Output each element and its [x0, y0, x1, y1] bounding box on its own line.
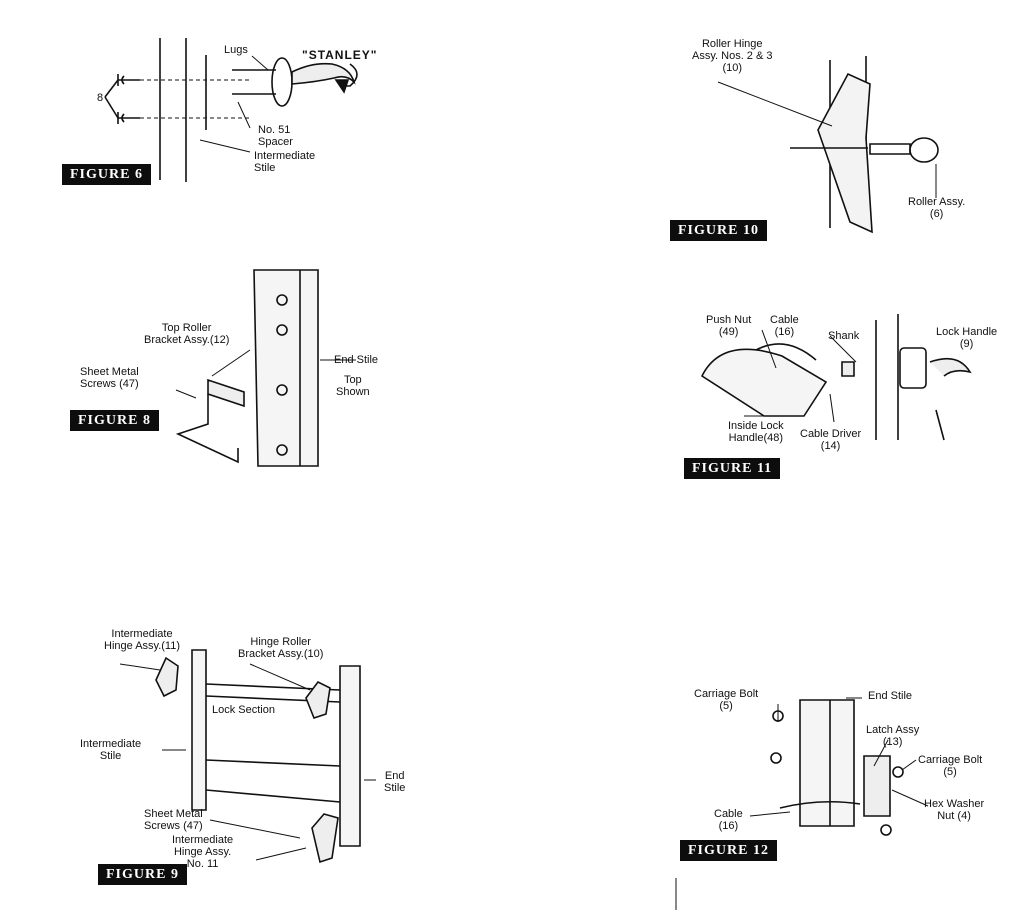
screw-count-label: 8 — [97, 92, 104, 104]
lock-handle-label: Lock Handle (9) — [936, 326, 998, 350]
roller-assy-label: Roller Assy. (6) — [908, 196, 966, 220]
figure-6-badge: FIGURE 6 — [62, 164, 151, 185]
sheet-metal-screws-label: Sheet Metal Screws (47) — [80, 366, 139, 390]
hex-washer-nut-label: Hex Washer Nut (4) — [924, 798, 985, 822]
figure-10: Roller Hinge Assy. Nos. 2 & 3 (10) Rolle… — [640, 0, 1024, 250]
stanley-brand-label: "STANLEY" — [302, 48, 378, 62]
roller-hinge-label: Roller Hinge Assy. Nos. 2 & 3 (10) — [692, 38, 773, 74]
spacer-label: No. 51 Spacer — [258, 124, 293, 148]
sheet-metal-screws-label-9: Sheet Metal Screws (47) — [144, 808, 203, 832]
figure-6: Lugs "STANLEY" 8 No. 51 Spacer Intermedi… — [0, 0, 400, 200]
figure-9-drawing — [60, 620, 460, 910]
cable-label: Cable (16) — [770, 314, 799, 338]
figure-11-badge: FIGURE 11 — [684, 458, 781, 479]
figure-10-drawing — [640, 0, 1024, 250]
intermediate-stile-label-9: Intermediate Stile — [80, 738, 142, 762]
figure-8-badge: FIGURE 8 — [70, 410, 159, 431]
figure-8-drawing — [0, 250, 420, 500]
figure-10-badge: FIGURE 10 — [670, 220, 767, 241]
top-shown-label: Top Shown — [336, 374, 370, 398]
intermediate-hinge-label: Intermediate Hinge Assy.(11) — [104, 628, 181, 652]
cable-label-12: Cable (16) — [714, 808, 743, 832]
figure-11: Push Nut (49) Cable (16) Shank Lock Hand… — [660, 290, 1024, 490]
inside-lock-handle-label: Inside Lock Handle(48) — [728, 420, 784, 444]
cable-driver-label: Cable Driver (14) — [800, 428, 862, 452]
shank-label: Shank — [828, 330, 860, 342]
end-stile-label: End Stile — [334, 354, 379, 366]
push-nut-label: Push Nut (49) — [706, 314, 752, 338]
end-stile-label-12: End Stile — [868, 690, 913, 702]
figure-12-badge: FIGURE 12 — [680, 840, 777, 861]
latch-assy-label: Latch Assy (13) — [866, 724, 920, 748]
figure-12: Carriage Bolt (5) End Stile Latch Assy (… — [660, 670, 1024, 910]
intermediate-stile-label: Intermediate Stile — [254, 150, 316, 174]
figure-9-badge: FIGURE 9 — [98, 864, 187, 885]
figure-9: Intermediate Hinge Assy.(11) Hinge Rolle… — [60, 620, 460, 910]
end-stile-label-9: End Stile — [384, 770, 406, 794]
intermediate-hinge-11-label: Intermediate Hinge Assy. No. 11 — [172, 834, 234, 870]
carriage-bolt-label-2: Carriage Bolt (5) — [918, 754, 983, 778]
figure-8: Top Roller Bracket Assy.(12) Sheet Metal… — [0, 250, 420, 500]
carriage-bolt-label: Carriage Bolt (5) — [694, 688, 759, 712]
lugs-label: Lugs — [224, 44, 248, 56]
top-roller-bracket-label: Top Roller Bracket Assy.(12) — [144, 322, 230, 346]
figure-11-drawing — [660, 290, 1024, 490]
figure-6-drawing — [0, 0, 400, 200]
lock-section-label: Lock Section — [212, 704, 275, 716]
figure-12-drawing — [660, 670, 1024, 910]
hinge-roller-bracket-label: Hinge Roller Bracket Assy.(10) — [238, 636, 324, 660]
